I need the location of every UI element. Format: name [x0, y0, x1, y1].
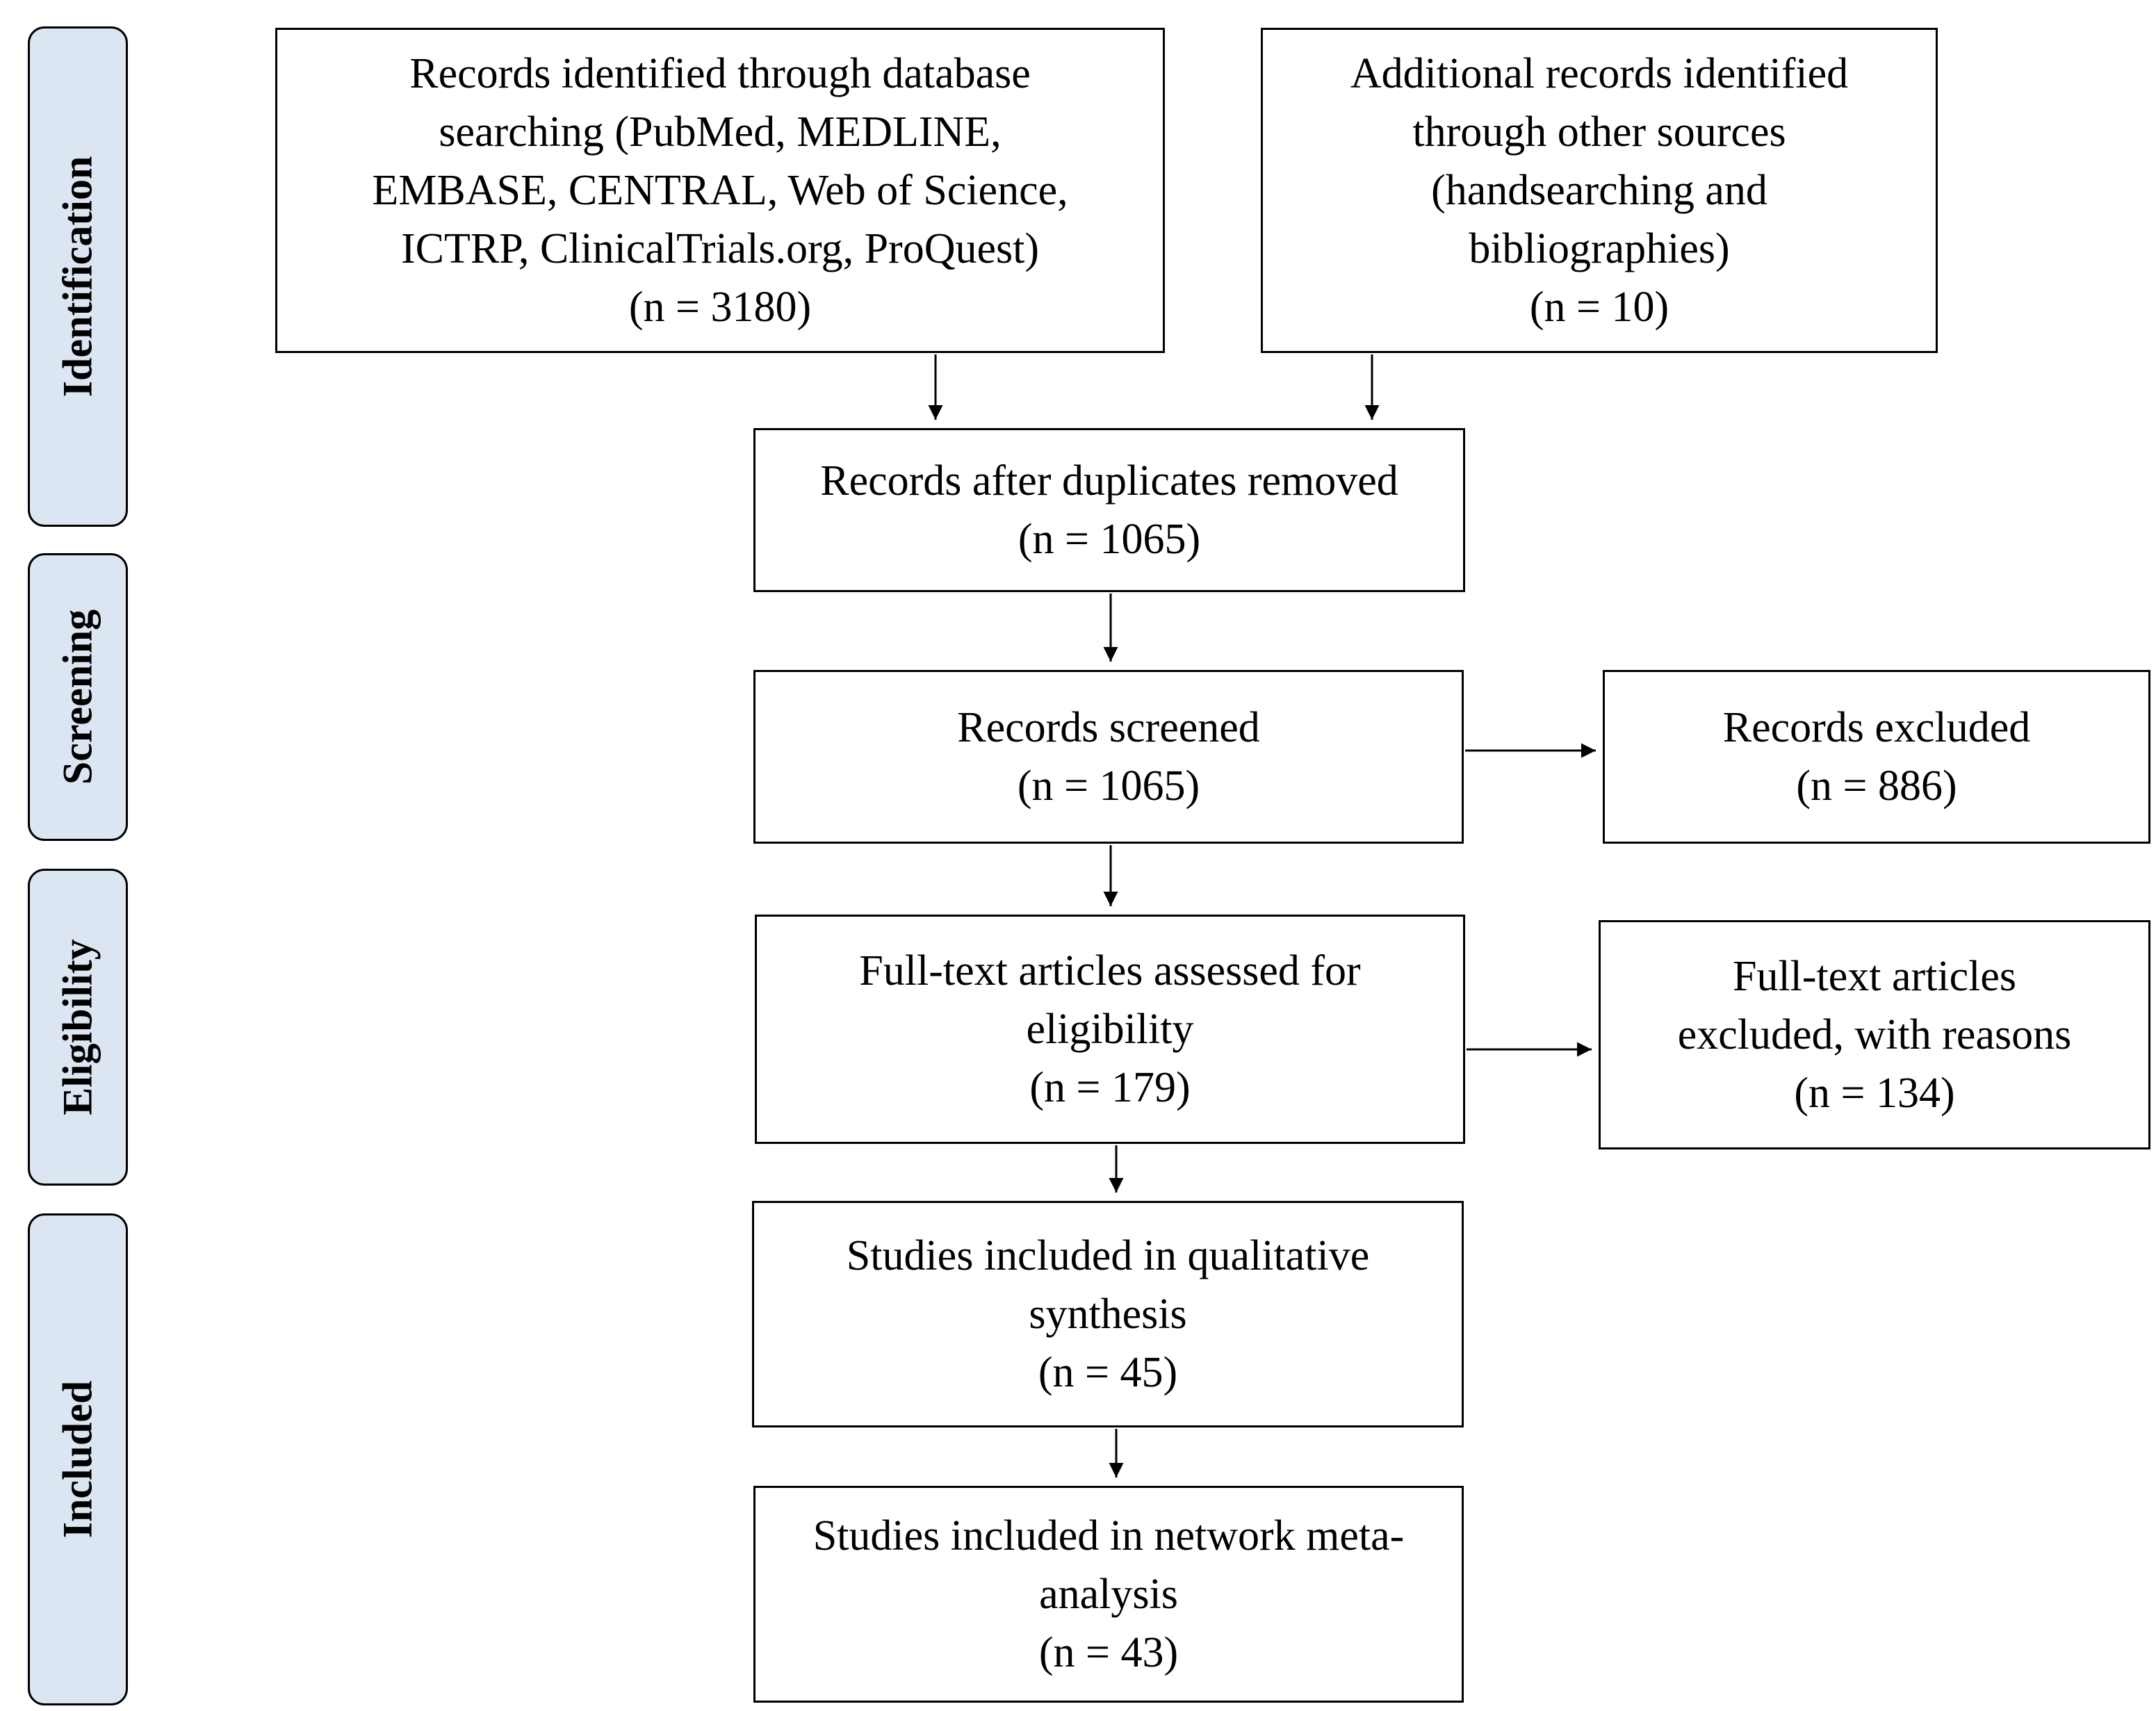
- after-duplicates-count: (n = 1065): [1018, 516, 1201, 563]
- qualitative-synthesis-box: Studies included in qualitative synthesi…: [752, 1201, 1464, 1427]
- records-screened-box: Records screened (n = 1065): [753, 670, 1464, 844]
- database-records-line-3: EMBASE, CENTRAL, Web of Science,: [372, 167, 1068, 214]
- fulltext-excluded-line-1: Full-text articles: [1732, 953, 2017, 1000]
- records-screened-count: (n = 1065): [1017, 762, 1200, 810]
- stage-screening: Screening: [28, 553, 128, 841]
- records-excluded-box: Records excluded (n = 886): [1603, 670, 2150, 844]
- other-records-count: (n = 10): [1529, 284, 1669, 331]
- network-meta-analysis-box: Studies included in network meta- analys…: [753, 1486, 1464, 1703]
- records-excluded-line-1: Records excluded: [1722, 704, 2031, 751]
- records-excluded-count: (n = 886): [1796, 762, 1957, 810]
- fulltext-excluded-line-2: excluded, with reasons: [1677, 1011, 2072, 1058]
- database-records-count: (n = 3180): [628, 284, 812, 331]
- network-meta-analysis-line-1: Studies included in network meta-: [812, 1512, 1405, 1559]
- after-duplicates-line-1: Records after duplicates removed: [820, 457, 1398, 505]
- fulltext-assessed-count: (n = 179): [1029, 1064, 1191, 1111]
- fulltext-assessed-line-2: eligibility: [1026, 1006, 1194, 1053]
- stage-identification: Identification: [28, 26, 128, 527]
- fulltext-excluded-box: Full-text articles excluded, with reason…: [1599, 920, 2150, 1149]
- other-records-line-4: bibliographies): [1469, 225, 1730, 272]
- database-records-line-1: Records identified through database: [409, 50, 1031, 97]
- stage-eligibility: Eligibility: [28, 869, 128, 1186]
- network-meta-analysis-line-2: analysis: [1039, 1571, 1178, 1618]
- other-records-line-3: (handsearching and: [1431, 167, 1767, 214]
- qualitative-synthesis-count: (n = 45): [1038, 1349, 1178, 1396]
- qualitative-synthesis-line-1: Studies included in qualitative: [846, 1232, 1370, 1279]
- fulltext-assessed-line-1: Full-text articles assessed for: [859, 947, 1361, 994]
- database-records-line-4: ICTRP, ClinicalTrials.org, ProQuest): [400, 225, 1039, 272]
- other-records-line-1: Additional records identified: [1350, 50, 1849, 97]
- stage-included: Included: [28, 1213, 128, 1705]
- other-records-line-2: through other sources: [1412, 108, 1786, 156]
- other-records-box: Additional records identified through ot…: [1261, 28, 1938, 353]
- fulltext-excluded-count: (n = 134): [1794, 1070, 1955, 1117]
- after-duplicates-box: Records after duplicates removed (n = 10…: [753, 428, 1465, 592]
- qualitative-synthesis-line-2: synthesis: [1029, 1291, 1187, 1338]
- network-meta-analysis-count: (n = 43): [1038, 1629, 1179, 1676]
- records-screened-line-1: Records screened: [957, 704, 1260, 751]
- database-records-line-2: searching (PubMed, MEDLINE,: [439, 108, 1002, 156]
- database-records-box: Records identified through database sear…: [275, 28, 1165, 353]
- fulltext-assessed-box: Full-text articles assessed for eligibil…: [755, 915, 1465, 1144]
